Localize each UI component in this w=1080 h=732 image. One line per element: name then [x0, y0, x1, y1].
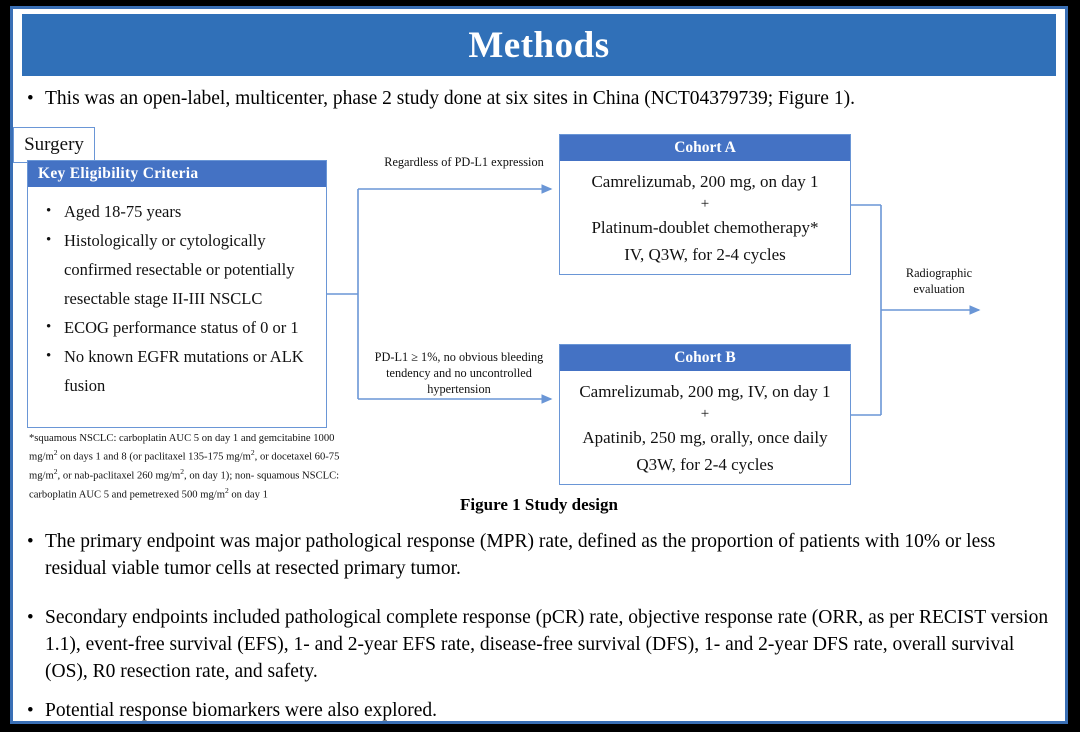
- flow-connectors: [327, 184, 981, 416]
- cohort-b-body: Camrelizumab, 200 mg, IV, on day 1 + Apa…: [560, 371, 850, 482]
- cohort-a-box: Cohort A Camrelizumab, 200 mg, on day 1 …: [559, 134, 851, 275]
- connector-label-cohort-b: PD-L1 ≥ 1%, no obvious bleeding tendency…: [374, 350, 544, 396]
- cohort-a-line1: Camrelizumab, 200 mg, on day 1: [591, 172, 819, 191]
- footnote-line3-a: squamous NSCLC: carboplatin AUC 5 and pe…: [29, 470, 340, 501]
- list-item: Histologically or cytologically confirme…: [42, 226, 316, 313]
- sup-2: 2: [53, 466, 58, 476]
- bullet-marker: •: [27, 700, 34, 721]
- cohort-a-header: Cohort A: [560, 135, 850, 161]
- eligibility-body: Aged 18-75 years Histologically or cytol…: [28, 187, 326, 404]
- sup-2: 2: [53, 448, 58, 458]
- figure-footnote: *squamous NSCLC: carboplatin AUC 5 on da…: [29, 432, 359, 502]
- connector-label-radiographic: Radiographic evaluation: [905, 266, 973, 296]
- footnote-line2-c: , or nab-paclitaxel 260 mg/m: [57, 470, 181, 482]
- lead-bullet-text: This was an open-label, multicenter, pha…: [45, 88, 855, 109]
- eligibility-box: Key Eligibility Criteria Aged 18-75 year…: [27, 160, 327, 428]
- bullet-marker: •: [27, 607, 34, 628]
- surgery-box: Surgery: [13, 127, 95, 163]
- bullet-primary-endpoint: • The primary endpoint was major patholo…: [27, 528, 1047, 582]
- bullet-marker: •: [27, 88, 34, 109]
- footnote-line1-a: *squamous NSCLC: carboplatin AUC 5 on da…: [29, 433, 335, 463]
- list-item: Aged 18-75 years: [42, 197, 316, 226]
- sup-2: 2: [180, 466, 185, 476]
- list-item: ECOG performance status of 0 or 1: [42, 313, 316, 342]
- footnote-line2-b: , or docetaxel 60-75 mg/m: [29, 451, 340, 482]
- bullet-marker: •: [27, 531, 34, 552]
- cohort-a-line2: Platinum-doublet chemotherapy*: [591, 218, 819, 237]
- footnote-line3-b: on day 1: [228, 489, 268, 501]
- cohort-a-plus: +: [700, 196, 710, 212]
- bullet-biomarkers: • Potential response biomarkers were als…: [27, 697, 1027, 724]
- bullet-text: The primary endpoint was major pathologi…: [45, 531, 996, 579]
- cohort-a-body: Camrelizumab, 200 mg, on day 1 + Platinu…: [560, 161, 850, 272]
- sup-2: 2: [250, 448, 255, 458]
- list-item: No known EGFR mutations or ALK fusion: [42, 342, 316, 400]
- cohort-b-box: Cohort B Camrelizumab, 200 mg, IV, on da…: [559, 344, 851, 485]
- connector-label-cohort-a: Regardless of PD-L1 expression: [384, 155, 544, 169]
- sup-2: 2: [224, 485, 229, 495]
- bullet-text: Secondary endpoints included pathologica…: [45, 607, 1049, 682]
- bullet-secondary-endpoints: • Secondary endpoints included pathologi…: [27, 604, 1049, 685]
- page-title: Methods: [468, 24, 610, 66]
- cohort-b-line2: Apatinib, 250 mg, orally, once daily: [582, 428, 828, 447]
- footnote-line1-b: on days 1 and 8 (or: [57, 451, 142, 463]
- lead-bullet: • This was an open-label, multicenter, p…: [27, 85, 1047, 112]
- eligibility-list: Aged 18-75 years Histologically or cytol…: [34, 197, 320, 400]
- bullet-text: Potential response biomarkers were also …: [45, 700, 438, 721]
- footnote-line2-d: , on day 1); non-: [184, 470, 255, 482]
- cohort-b-line3: Q3W, for 2-4 cycles: [636, 455, 774, 474]
- slide-canvas: Methods • This was an open-label, multic…: [10, 6, 1068, 724]
- study-design-figure: Key Eligibility Criteria Aged 18-75 year…: [13, 127, 1065, 507]
- footnote-line2-a: paclitaxel 135-175 mg/m: [144, 451, 251, 463]
- figure-caption: Figure 1 Study design: [460, 495, 618, 514]
- eligibility-header: Key Eligibility Criteria: [28, 161, 326, 187]
- cohort-b-line1: Camrelizumab, 200 mg, IV, on day 1: [579, 382, 831, 401]
- cohort-a-line3: IV, Q3W, for 2-4 cycles: [624, 245, 786, 264]
- slide-title-bar: Methods: [22, 14, 1056, 76]
- cohort-b-plus: +: [700, 406, 710, 422]
- cohort-b-header: Cohort B: [560, 345, 850, 371]
